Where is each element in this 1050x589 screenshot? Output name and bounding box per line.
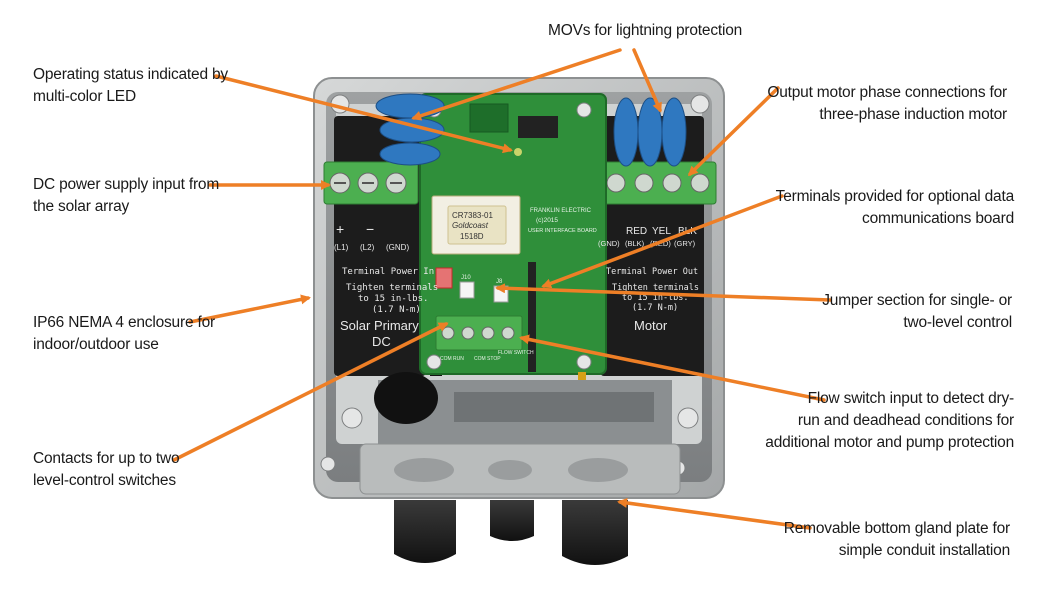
callout-flow-switch-line3: additional motor and pump protection xyxy=(765,434,1014,451)
left-torque-1: Tighten terminals xyxy=(346,283,438,293)
callout-jumper: Jumper section for single- or two-level … xyxy=(822,290,1012,334)
right-panel-title: Terminal Power Out xyxy=(606,267,698,277)
callout-gland-plate-line2: simple conduit installation xyxy=(838,542,1010,559)
label-out-gnd: (GND) xyxy=(598,239,620,248)
callout-data-terminals-line2: communications board xyxy=(862,210,1014,227)
terminal-com-run: COM RUN xyxy=(440,356,464,362)
arrow-gland-plate xyxy=(617,497,812,530)
cable-glands xyxy=(394,500,628,565)
symbol-plus: + xyxy=(336,221,344,237)
callout-movs-text: MOVs for lightning protection xyxy=(548,22,743,39)
callout-contacts: Contacts for up to two level-control swi… xyxy=(33,448,180,492)
arrow-flow-switch xyxy=(519,334,826,402)
terminal-flow-switch: FLOW SWITCH xyxy=(498,350,534,356)
callout-jumper-line2: two-level control xyxy=(903,314,1012,331)
callout-enclosure: IP66 NEMA 4 enclosure for indoor/outdoor… xyxy=(33,312,215,356)
jumper-j10: J10 xyxy=(461,275,471,281)
left-torque-3: (1.7 N-m) xyxy=(372,305,421,315)
label-gnd: (GND) xyxy=(386,243,409,252)
callout-output-motor: Output motor phase connections for three… xyxy=(767,82,1007,126)
callout-contacts-line2: level-control switches xyxy=(33,472,176,489)
label-l2: (L2) xyxy=(360,243,375,252)
callout-flow-switch-line2: run and deadhead conditions for xyxy=(797,412,1014,429)
callout-status-led-line2: multi-color LED xyxy=(33,88,136,105)
board-year: (c)2015 xyxy=(536,217,558,224)
callout-flow-switch-line1: Flow switch input to detect dry- xyxy=(807,390,1015,407)
terminal-com-stop: COM STOP xyxy=(474,356,501,362)
color-red: RED xyxy=(626,226,647,237)
label-out-blk: (BLK) xyxy=(625,239,645,248)
interface-board xyxy=(419,93,607,392)
right-torque-2: to 15 in-lbs. xyxy=(622,293,689,303)
board-maker: FRANKLIN ELECTRIC xyxy=(530,208,592,214)
jumper-j8: J8 xyxy=(496,279,503,285)
left-panel-name-1: Solar Primary xyxy=(340,318,419,333)
chip-text-1: CR7383-01 xyxy=(452,211,493,220)
callout-contacts-line1: Contacts for up to two xyxy=(33,450,180,467)
callout-movs: MOVs for lightning protection xyxy=(548,20,742,42)
label-out-gry: (GRY) xyxy=(674,239,696,248)
arrow-status-led xyxy=(214,74,513,154)
callout-output-motor-line2: three-phase induction motor xyxy=(819,106,1007,123)
arrow-data-terminals xyxy=(541,194,784,289)
arrow-output-motor xyxy=(687,86,780,177)
chip-text-2: Goldcoast xyxy=(452,221,489,230)
callout-data-terminals: Terminals provided for optional data com… xyxy=(775,186,1015,230)
right-panel-name: Motor xyxy=(634,318,668,333)
right-torque-1: Tighten terminals xyxy=(612,283,699,293)
arrow-movs-right xyxy=(632,48,662,113)
callout-enclosure-line1: IP66 NEMA 4 enclosure for xyxy=(33,314,215,331)
callout-gland-plate: Removable bottom gland plate for simple … xyxy=(784,518,1010,562)
mov-components xyxy=(375,93,687,167)
arrow-movs-left xyxy=(411,48,622,121)
right-torque-3: (1.7 N-m) xyxy=(632,303,678,313)
callout-status-led: Operating status indicated by multi-colo… xyxy=(33,64,228,108)
lower-cavity xyxy=(359,372,681,495)
callout-jumper-line1: Jumper section for single- or xyxy=(822,292,1012,309)
callout-flow-switch: Flow switch input to detect dry- run and… xyxy=(765,388,1014,454)
callout-dc-input: DC power supply input from the solar arr… xyxy=(33,174,219,218)
callout-output-motor-line1: Output motor phase connections for xyxy=(767,84,1007,101)
arrow-enclosure xyxy=(188,294,311,324)
left-torque-2: to 15 in-lbs. xyxy=(358,294,428,304)
label-l1: (L1) xyxy=(334,243,349,252)
color-yel: YEL xyxy=(652,226,671,237)
symbol-minus: − xyxy=(366,221,374,237)
chip-text-3: 1518D xyxy=(460,232,484,241)
left-panel-name-2: DC xyxy=(372,334,391,349)
arrow-contacts xyxy=(172,322,449,462)
callout-gland-plate-line1: Removable bottom gland plate for xyxy=(783,520,1010,537)
board-text: FRANKLIN ELECTRIC (c)2015 USER INTERFACE… xyxy=(440,208,597,362)
board-name: USER INTERFACE BOARD xyxy=(528,228,597,234)
callout-data-terminals-line1: Terminals provided for optional data xyxy=(775,188,1015,205)
left-panel-title: Terminal Power In xyxy=(342,267,434,277)
callout-dc-input-line1: DC power supply input from xyxy=(33,176,220,193)
arrow-jumper xyxy=(495,283,832,302)
callout-dc-input-line2: the solar array xyxy=(33,198,130,215)
left-panel-text: + − (L1) (L2) (GND) Terminal Power In Ti… xyxy=(334,221,438,349)
callout-status-led-line1: Operating status indicated by xyxy=(33,66,228,83)
callout-enclosure-line2: indoor/outdoor use xyxy=(33,336,159,353)
